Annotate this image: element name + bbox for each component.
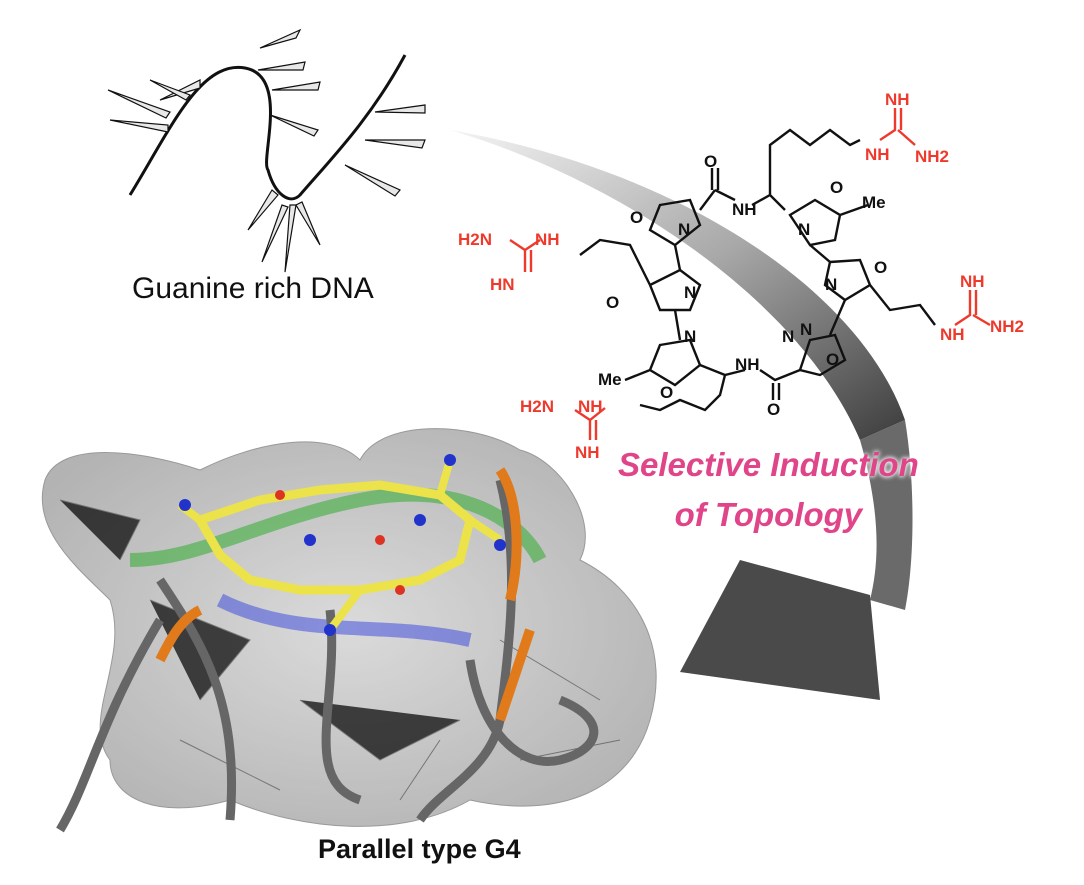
svg-text:N: N <box>798 220 810 239</box>
svg-text:N: N <box>825 275 837 294</box>
topology-label-line1: Selective Induction <box>618 446 919 483</box>
svg-text:O: O <box>826 350 839 369</box>
topology-label: Selective Induction of Topology <box>618 440 919 540</box>
svg-text:NH: NH <box>960 272 985 291</box>
atom-labels: O NH O N O N Me N O N O N Me O N NH O N … <box>458 90 1024 462</box>
svg-text:O: O <box>660 383 673 402</box>
svg-text:NH: NH <box>735 355 760 374</box>
svg-text:NH: NH <box>535 230 560 249</box>
svg-text:H2N: H2N <box>458 230 492 249</box>
dna-strand-icon <box>107 28 426 273</box>
svg-text:O: O <box>874 258 887 277</box>
guanidine-groups <box>509 108 991 440</box>
svg-text:N: N <box>782 327 794 346</box>
svg-text:NH2: NH2 <box>990 317 1024 336</box>
g4-label: Parallel type G4 <box>318 834 521 864</box>
svg-text:O: O <box>767 400 780 419</box>
svg-text:NH: NH <box>578 397 603 416</box>
ligand-sticks <box>193 480 476 595</box>
svg-text:NH: NH <box>940 325 965 344</box>
svg-text:Me: Me <box>862 193 886 212</box>
svg-text:O: O <box>704 152 717 171</box>
svg-text:NH2: NH2 <box>915 147 949 166</box>
svg-text:NH: NH <box>865 145 890 164</box>
arrow-shaft-lower <box>860 420 913 610</box>
arrow-head <box>680 560 880 700</box>
macrocycle-structure <box>579 128 936 412</box>
svg-text:NH: NH <box>885 90 910 109</box>
g4-molecular-model <box>41 428 657 833</box>
svg-text:N: N <box>684 283 696 302</box>
svg-text:NH: NH <box>575 443 600 462</box>
svg-text:H2N: H2N <box>520 397 554 416</box>
svg-text:N: N <box>684 327 696 346</box>
backbone-tubes <box>56 478 599 833</box>
curved-arrow <box>450 130 913 700</box>
svg-text:Me: Me <box>598 370 622 389</box>
dna-label: Guanine rich DNA <box>132 272 374 305</box>
svg-text:O: O <box>606 293 619 312</box>
svg-text:O: O <box>630 208 643 227</box>
svg-text:NH: NH <box>732 200 757 219</box>
svg-text:O: O <box>830 178 843 197</box>
arrow-shaft <box>450 130 905 440</box>
svg-text:N: N <box>678 220 690 239</box>
svg-text:N: N <box>800 320 812 339</box>
topology-label-line2: of Topology <box>674 496 863 533</box>
svg-text:HN: HN <box>490 275 515 294</box>
